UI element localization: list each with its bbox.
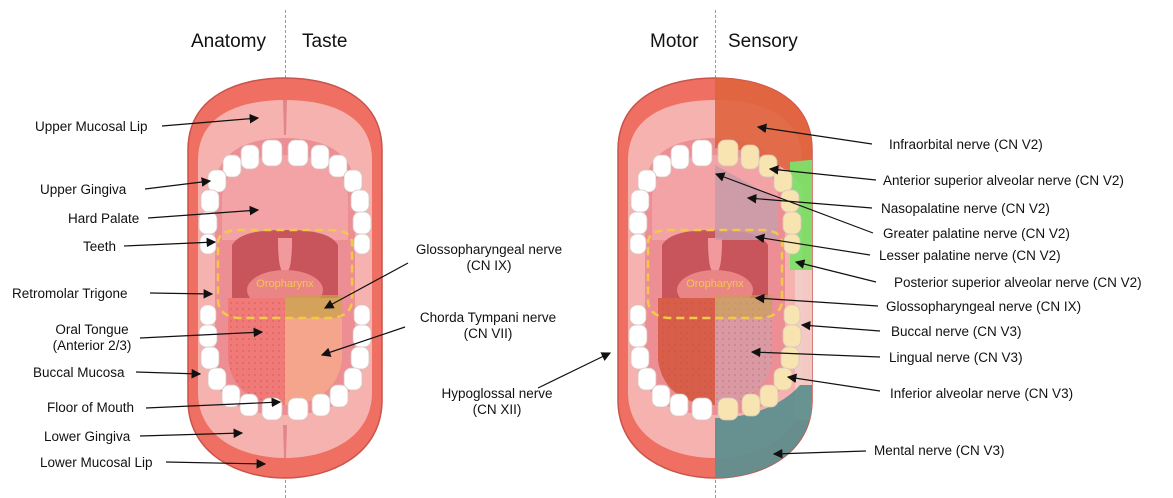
label-inferior-alveolar-nerve: Inferior alveolar nerve (CN V3) bbox=[890, 386, 1073, 402]
left-mouth: Oropharynx bbox=[188, 78, 382, 478]
label-buccal-nerve: Buccal nerve (CN V3) bbox=[891, 324, 1022, 340]
left-glossopharyngeal-region bbox=[285, 295, 342, 318]
label-chorda-tympani-line2: (CN VII) bbox=[407, 326, 569, 342]
label-hypoglossal-line2: (CN XII) bbox=[432, 402, 562, 418]
label-glossopharyngeal-nerve-right: Glossopharyngeal nerve (CN IX) bbox=[886, 299, 1081, 315]
left-oropharynx-label: Oropharynx bbox=[256, 278, 314, 290]
label-glossopharyngeal-line2: (CN IX) bbox=[405, 258, 573, 274]
label-glossopharyngeal-nerve-left: Glossopharyngeal nerve (CN IX) bbox=[405, 242, 573, 274]
right-oropharynx-label: Oropharynx bbox=[686, 278, 744, 290]
label-glossopharyngeal-line1: Glossopharyngeal nerve bbox=[405, 242, 573, 258]
label-retromolar-trigone: Retromolar Trigone bbox=[12, 286, 128, 302]
label-oral-tongue-line1: Oral Tongue bbox=[38, 322, 146, 338]
label-lingual-nerve: Lingual nerve (CN V3) bbox=[889, 350, 1023, 366]
label-teeth: Teeth bbox=[83, 239, 116, 255]
label-nasopalatine-nerve: Nasopalatine nerve (CN V2) bbox=[881, 201, 1050, 217]
label-greater-palatine-nerve: Greater palatine nerve (CN V2) bbox=[883, 226, 1070, 242]
label-lower-gingiva: Lower Gingiva bbox=[44, 429, 130, 445]
label-floor-of-mouth: Floor of Mouth bbox=[47, 400, 134, 416]
label-mental-nerve: Mental nerve (CN V3) bbox=[874, 443, 1005, 459]
label-upper-gingiva: Upper Gingiva bbox=[40, 182, 126, 198]
label-infraorbital-nerve: Infraorbital nerve (CN V2) bbox=[889, 137, 1043, 153]
label-hypoglossal-nerve: Hypoglossal nerve (CN XII) bbox=[432, 386, 562, 418]
label-chorda-tympani-line1: Chorda Tympani nerve bbox=[407, 310, 569, 326]
label-oral-tongue: Oral Tongue (Anterior 2/3) bbox=[38, 322, 146, 354]
label-buccal-mucosa: Buccal Mucosa bbox=[33, 365, 125, 381]
label-upper-mucosal-lip: Upper Mucosal Lip bbox=[35, 119, 148, 135]
label-lower-mucosal-lip: Lower Mucosal Lip bbox=[40, 455, 153, 471]
label-hard-palate: Hard Palate bbox=[68, 211, 139, 227]
label-chorda-tympani-nerve: Chorda Tympani nerve (CN VII) bbox=[407, 310, 569, 342]
label-oral-tongue-line2: (Anterior 2/3) bbox=[38, 338, 146, 354]
label-anterior-superior-alveolar-nerve: Anterior superior alveolar nerve (CN V2) bbox=[883, 173, 1124, 189]
label-posterior-superior-alveolar-nerve: Posterior superior alveolar nerve (CN V2… bbox=[894, 275, 1142, 291]
label-lesser-palatine-nerve: Lesser palatine nerve (CN V2) bbox=[879, 248, 1061, 264]
label-hypoglossal-line1: Hypoglossal nerve bbox=[432, 386, 562, 402]
